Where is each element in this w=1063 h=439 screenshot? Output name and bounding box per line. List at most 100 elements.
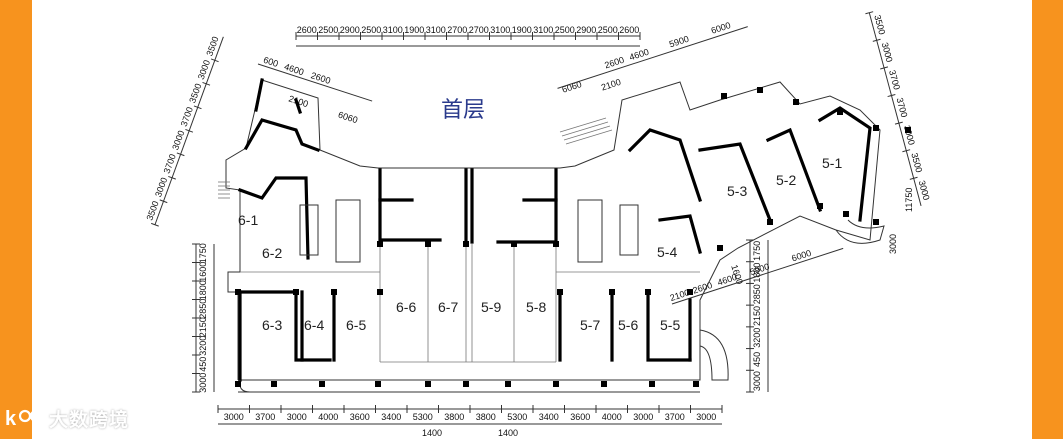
column-marker <box>601 381 607 387</box>
watermark-logo: k 大数跨境 <box>4 402 129 434</box>
column-marker <box>557 289 563 295</box>
left_diagonal-label: 3000 <box>170 129 186 151</box>
top-label: 3100 <box>383 25 403 35</box>
unit-label-5-9: 5-9 <box>481 299 501 315</box>
unit-label-6-2: 6-2 <box>262 245 282 261</box>
bottom-label: 4000 <box>602 412 622 422</box>
structural-columns <box>235 87 911 387</box>
column-marker <box>767 219 773 225</box>
column-marker <box>873 219 879 225</box>
svg-text:5900: 5900 <box>668 34 690 50</box>
column-marker <box>553 381 559 387</box>
bottom-label: 3000 <box>633 412 653 422</box>
column-marker <box>843 211 849 217</box>
svg-text:6000: 6000 <box>790 248 812 264</box>
column-marker <box>757 87 763 93</box>
unit-label-5-7: 5-7 <box>580 317 600 333</box>
top-label: 2500 <box>318 25 338 35</box>
top-label: 3100 <box>490 25 510 35</box>
unit-label-5-5: 5-5 <box>660 317 680 333</box>
column-marker <box>837 109 843 115</box>
dim-3000-right: 3000 <box>888 234 898 254</box>
right-orange-band <box>1032 0 1063 439</box>
unit-label-6-1: 6-1 <box>238 212 258 228</box>
column-marker <box>463 241 469 247</box>
bottom-label: 5300 <box>507 412 527 422</box>
column-marker <box>425 381 431 387</box>
bottom-label: 3400 <box>381 412 401 422</box>
column-marker <box>377 241 383 247</box>
column-marker <box>319 381 325 387</box>
bottom-label: 3700 <box>255 412 275 422</box>
bottom-label: 3800 <box>476 412 496 422</box>
column-marker <box>235 289 241 295</box>
bottom-label: 3000 <box>224 412 244 422</box>
column-marker <box>817 203 823 209</box>
left_vertical-label: 3200 <box>198 336 208 356</box>
right_vertical-label: 1800 <box>752 263 762 283</box>
top-label: 2700 <box>447 25 467 35</box>
unit-label-5-6: 5-6 <box>618 317 638 333</box>
unit-label-5-2: 5-2 <box>776 172 796 188</box>
column-marker <box>873 125 879 131</box>
left_vertical-label: 3000 <box>198 373 208 393</box>
svg-text:k: k <box>5 408 17 430</box>
bottom-label: 3700 <box>665 412 685 422</box>
svg-text:4600: 4600 <box>628 47 650 63</box>
top-label: 2500 <box>598 25 618 35</box>
unit-label-5-4: 5-4 <box>657 244 677 260</box>
unit-label-6-3: 6-3 <box>262 317 282 333</box>
svg-text:600: 600 <box>262 55 279 69</box>
svg-text:2600: 2600 <box>310 70 332 86</box>
top-label: 1900 <box>404 25 424 35</box>
left_diagonal-label: 3700 <box>179 106 195 128</box>
bottom-label: 3400 <box>539 412 559 422</box>
left_diagonal-label: 3000 <box>196 59 212 81</box>
column-marker <box>609 289 615 295</box>
left_vertical-label: 1800 <box>198 280 208 300</box>
svg-text:6060: 6060 <box>561 79 583 95</box>
dim-11750: 11750 <box>904 188 914 212</box>
top-label: 2900 <box>340 25 360 35</box>
left_diagonal-label: 3500 <box>145 200 161 222</box>
unit-label-6-4: 6-4 <box>304 317 324 333</box>
column-marker <box>505 381 511 387</box>
unit-label-6-7: 6-7 <box>438 299 458 315</box>
column-marker <box>375 381 381 387</box>
unit-labels: 6-1 6-2 6-3 6-4 6-5 6-6 6-7 5-9 5-8 5-7 … <box>238 155 842 333</box>
left_vertical-label: 450 <box>198 357 208 372</box>
watermark-text: 大数跨境 <box>49 408 130 431</box>
right_vertical-label: 2850 <box>752 284 762 304</box>
top-label: 1900 <box>512 25 532 35</box>
building-walls <box>218 78 885 393</box>
unit-label-5-1: 5-1 <box>822 155 842 171</box>
top-label: 2900 <box>576 25 596 35</box>
unit-label-5-3: 5-3 <box>727 183 747 199</box>
column-marker <box>293 289 299 295</box>
svg-text:2600: 2600 <box>603 55 625 71</box>
column-marker <box>377 289 383 295</box>
svg-text:2100: 2100 <box>600 77 622 93</box>
right_vertical-label: 3200 <box>752 328 762 348</box>
top-label: 2500 <box>361 25 381 35</box>
top-label: 3100 <box>426 25 446 35</box>
column-marker <box>717 245 723 251</box>
column-marker <box>511 241 517 247</box>
bottom-label: 4000 <box>318 412 338 422</box>
unit-label-6-5: 6-5 <box>346 317 366 333</box>
column-marker <box>271 381 277 387</box>
bottom-total-left: 1400 <box>422 428 442 438</box>
left-orange-band <box>0 0 32 439</box>
floor-title: 首层 <box>441 98 485 123</box>
column-marker <box>721 93 727 99</box>
top-label: 2600 <box>297 25 317 35</box>
column-marker <box>793 99 799 105</box>
column-marker <box>235 381 241 387</box>
svg-text:4600: 4600 <box>283 62 305 78</box>
left_diagonal-label: 3000 <box>153 176 169 198</box>
bottom-label: 5300 <box>413 412 433 422</box>
